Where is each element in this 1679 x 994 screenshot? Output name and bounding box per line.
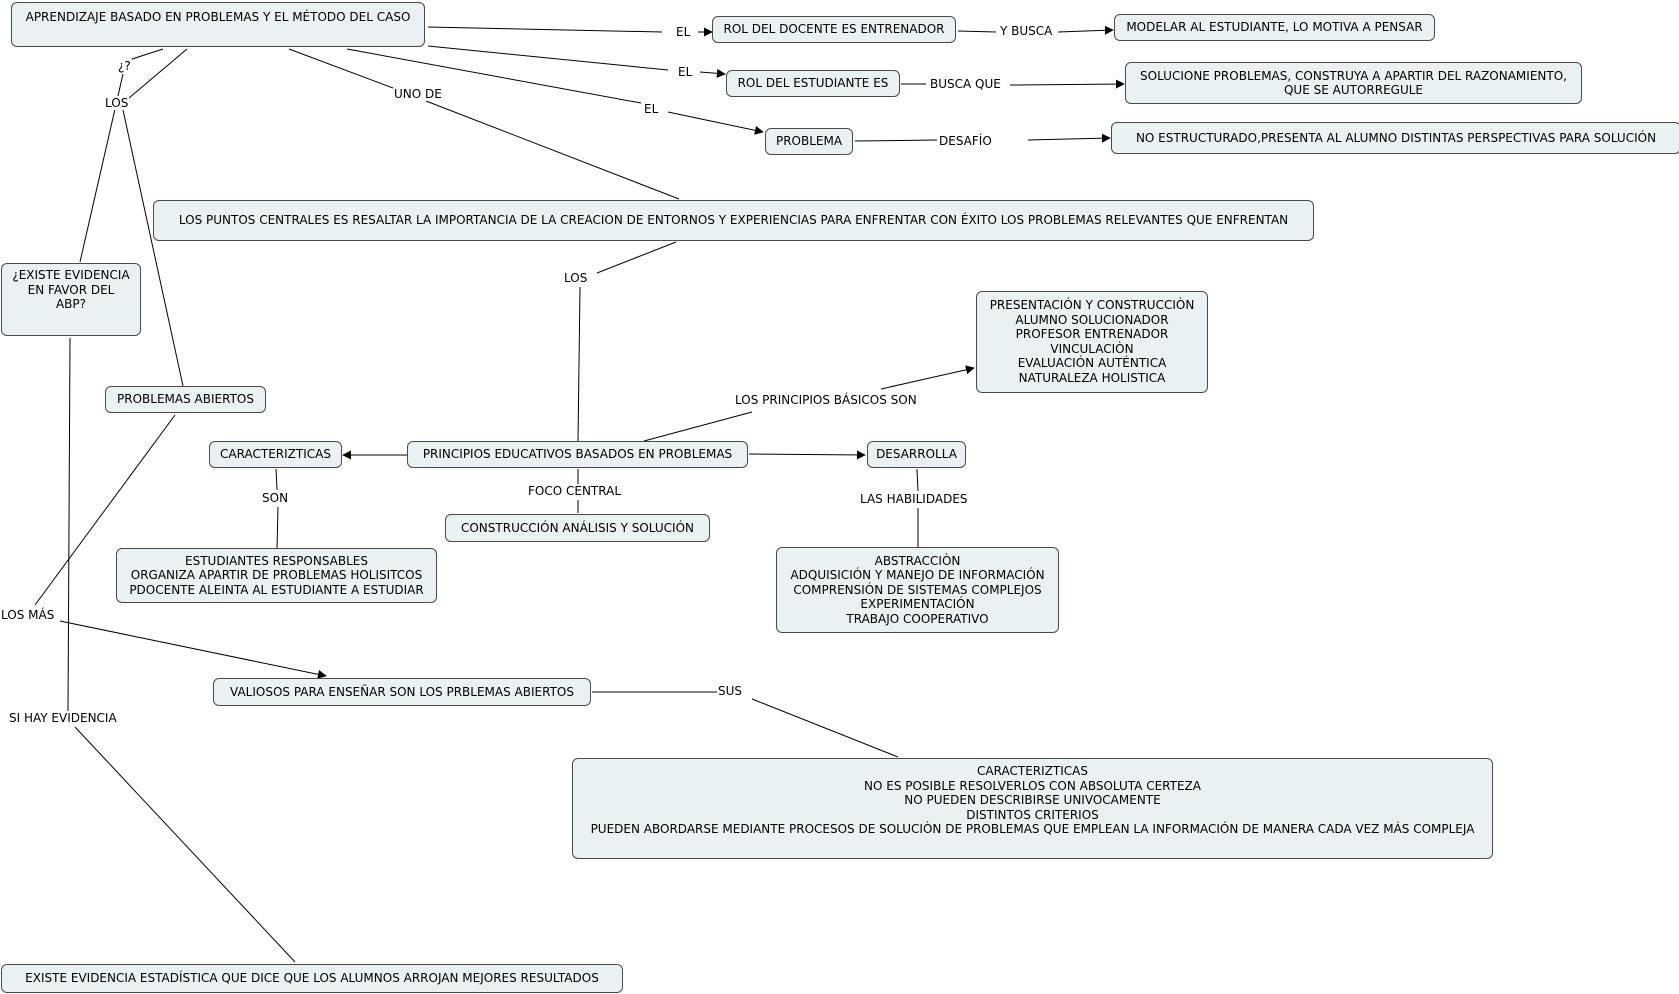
node-rol-estudiante[interactable]: ROL DEL ESTUDIANTE ES (726, 70, 900, 97)
link-label-uno-de: UNO DE (393, 87, 443, 101)
link-line (1009, 79, 1125, 89)
link-line (275, 468, 278, 491)
link-line (748, 450, 866, 460)
link-line (854, 139, 938, 142)
link-label-los: LOS (563, 271, 589, 285)
link-line (751, 698, 899, 758)
node-no-estructurado[interactable]: NO ESTRUCTURADO,PRESENTA AL ALUMNO DISTI… (1111, 122, 1679, 154)
node-existe-evidencia[interactable]: ¿EXISTE EVIDENCIA EN FAVOR DEL ABP? (1, 263, 141, 336)
node-principios-educativos[interactable]: PRINCIPIOS EDUCATIVOS BASADOS EN PROBLEM… (407, 441, 748, 468)
node-solucione-problemas[interactable]: SOLUCIONE PROBLEMAS, CONSTRUYA A APARTIR… (1125, 62, 1582, 104)
node-valiosos-para-ensenar[interactable]: VALIOSOS PARA ENSEÑAR SON LOS PRBLEMAS A… (213, 678, 591, 706)
node-modelar-estudiante[interactable]: MODELAR AL ESTUDIANTE, LO MOTIVA A PENSA… (1114, 14, 1435, 41)
link-label-el: EL (643, 102, 660, 116)
node-line: EXPERIMENTACIÓN (860, 597, 975, 612)
node-line: EN FAVOR DEL (27, 282, 115, 297)
node-line: ESTUDIANTES RESPONSABLES (185, 553, 368, 568)
node-line: ALUMNO SOLUCIONADOR (1015, 312, 1169, 327)
link-line (59, 620, 327, 679)
link-label-el: EL (677, 65, 694, 79)
link-line (596, 241, 677, 274)
node-habilidades-abstraccion[interactable]: ABSTRACCIÒN ADQUISICIÓN Y MANEJO DE INFO… (776, 547, 1059, 633)
link-line (427, 26, 663, 33)
link-line (34, 414, 176, 606)
node-line: EVALUACIÓN AUTÉNTICA (1017, 356, 1167, 370)
link-label-y-busca: Y BUSCA (999, 24, 1054, 38)
node-presentacion-construccion[interactable]: PRESENTACIÓN Y CONSTRUCCIÒN ALUMNO SOLUC… (976, 291, 1208, 393)
link-line (276, 506, 279, 549)
node-line: PRESENTACIÓN Y CONSTRUCCIÒN (989, 298, 1195, 312)
link-label-son: SON (261, 491, 290, 505)
node-main-topic[interactable]: APRENDIZAJE BASADO EN PROBLEMAS Y EL MÉT… (11, 2, 425, 47)
node-line: ¿EXISTE EVIDENCIA (12, 268, 130, 282)
node-rol-docente[interactable]: ROL DEL DOCENTE ES ENTRENADOR (712, 16, 956, 43)
node-line: NO ES POSIBLE RESOLVERLOS CON ABSOLUTA C… (864, 778, 1201, 793)
link-line (957, 30, 997, 33)
node-line: CARACTERIZTICAS (977, 764, 1088, 778)
link-label-el: EL (675, 25, 692, 39)
node-evidencia-estadistica[interactable]: EXISTE EVIDENCIA ESTADÍSTICA QUE DICE QU… (1, 964, 623, 993)
link-line (667, 111, 764, 135)
node-puntos-centrales[interactable]: LOS PUNTOS CENTRALES ES RESALTAR LA IMPO… (153, 200, 1314, 241)
node-line: DISTINTOS CRITERIOS (966, 807, 1099, 822)
link-line (643, 411, 753, 442)
node-line: TRABAJO COOPERATIVO (846, 611, 989, 626)
link-line (122, 109, 184, 387)
node-line: ABP? (55, 297, 87, 311)
link-line (916, 468, 919, 492)
node-line: ORGANIZA APARTIR DE PROBLEMAS HOLISITCOS (130, 568, 423, 583)
link-line (128, 48, 164, 61)
link-label-si-hay-evidencia: SI HAY EVIDENCIA (8, 711, 118, 725)
node-line: QUE SE AUTORREGULE (1283, 83, 1423, 97)
link-label-sus: SUS (717, 684, 744, 698)
link-label-principios-basicos: LOS PRINCIPIOS BÁSICOS SON (734, 393, 918, 407)
node-caracteristicas-problemas[interactable]: CARACTERIZTICAS NO ES POSIBLE RESOLVERLO… (572, 758, 1493, 859)
link-line (67, 337, 71, 712)
link-line (880, 365, 975, 390)
link-label-pregunta: ¿? (117, 59, 132, 73)
node-line: VINCULACIÒN (1050, 341, 1134, 356)
node-line: PUEDEN ABORDARSE MEDIANTE PROCESOS DE SO… (590, 822, 1475, 836)
link-line (346, 48, 642, 104)
link-line (74, 726, 296, 963)
node-desarrolla[interactable]: DESARROLLA (867, 441, 966, 468)
node-caracterizticas[interactable]: CARACTERIZTICAS (209, 441, 342, 468)
link-label-los: LOS (104, 96, 130, 110)
link-line (425, 100, 680, 200)
node-line: NATURALEZA HOLISTICA (1018, 370, 1166, 385)
link-label-desafio: DESAFÍO (938, 134, 993, 148)
link-line (577, 286, 581, 443)
link-label-las-habilidades: LAS HABILIDADES (859, 492, 969, 506)
node-line: NO PUEDEN DESCRIBIRSE UNIVOCAMENTE (904, 793, 1161, 807)
link-label-busca-que: BUSCA QUE (929, 77, 1002, 91)
node-line: SOLUCIONE PROBLEMAS, CONSTRUYA A APARTIR… (1140, 68, 1567, 83)
node-problemas-abiertos[interactable]: PROBLEMAS ABIERTOS (105, 386, 266, 413)
node-line: ABSTRACCIÒN (874, 553, 961, 568)
link-line (427, 45, 669, 71)
node-construccion-analisis[interactable]: CONSTRUCCIÓN ANÁLISIS Y SOLUCIÓN (445, 514, 710, 542)
link-label-los-mas: LOS MÁS (0, 608, 56, 622)
node-problema[interactable]: PROBLEMA (765, 128, 853, 155)
link-label-foco-central: FOCO CENTRAL (527, 484, 622, 498)
link-line (1027, 133, 1111, 143)
link-line (1057, 25, 1114, 35)
link-line (699, 68, 726, 78)
node-line: COMPRENSIÓN DE SISTEMAS COMPLEJOS (793, 582, 1042, 597)
node-line: PROFESOR ENTRENADOR (1015, 327, 1169, 341)
node-line: PDOCENTE ALEINTA AL ESTUDIANTE A ESTUDIA… (129, 582, 424, 597)
link-line (128, 48, 188, 99)
link-line (288, 48, 394, 89)
node-estudiantes-responsables[interactable]: ESTUDIANTES RESPONSABLES ORGANIZA APARTI… (116, 548, 437, 603)
node-line: ADQUISICIÓN Y MANEJO DE INFORMACIÓN (790, 568, 1045, 583)
